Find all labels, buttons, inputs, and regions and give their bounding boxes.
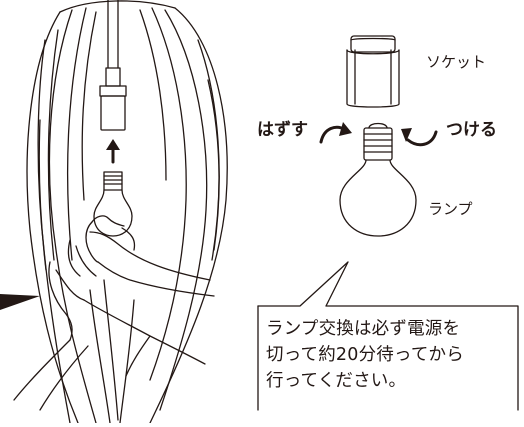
- hands: [13, 215, 215, 411]
- lamp-label: ランプ: [428, 200, 473, 218]
- pointer-arrow-icon: [0, 294, 40, 310]
- remove-rotation-arrow-icon: [319, 122, 352, 144]
- socket-detail: [346, 35, 400, 108]
- lamp-shade: [26, 0, 228, 424]
- note-line: 行ってください。: [266, 371, 407, 391]
- socket-label: ソケット: [426, 53, 487, 71]
- note-callout: [257, 261, 519, 411]
- note-line: 切って約20分待ってから: [266, 345, 464, 365]
- up-arrow-icon: [106, 139, 120, 164]
- remove-label: はずす: [257, 120, 308, 140]
- safety-note: ランプ交換は必ず電源を 切って約20分待ってから 行ってください。: [266, 316, 516, 394]
- lamp-detail: [339, 122, 417, 237]
- note-line: ランプ交換は必ず電源を: [266, 319, 461, 339]
- attach-rotation-arrow-icon: [401, 128, 438, 147]
- socket-in-shade: [99, 0, 127, 131]
- attach-label: つける: [446, 120, 497, 140]
- bulb-in-hand: [93, 171, 133, 237]
